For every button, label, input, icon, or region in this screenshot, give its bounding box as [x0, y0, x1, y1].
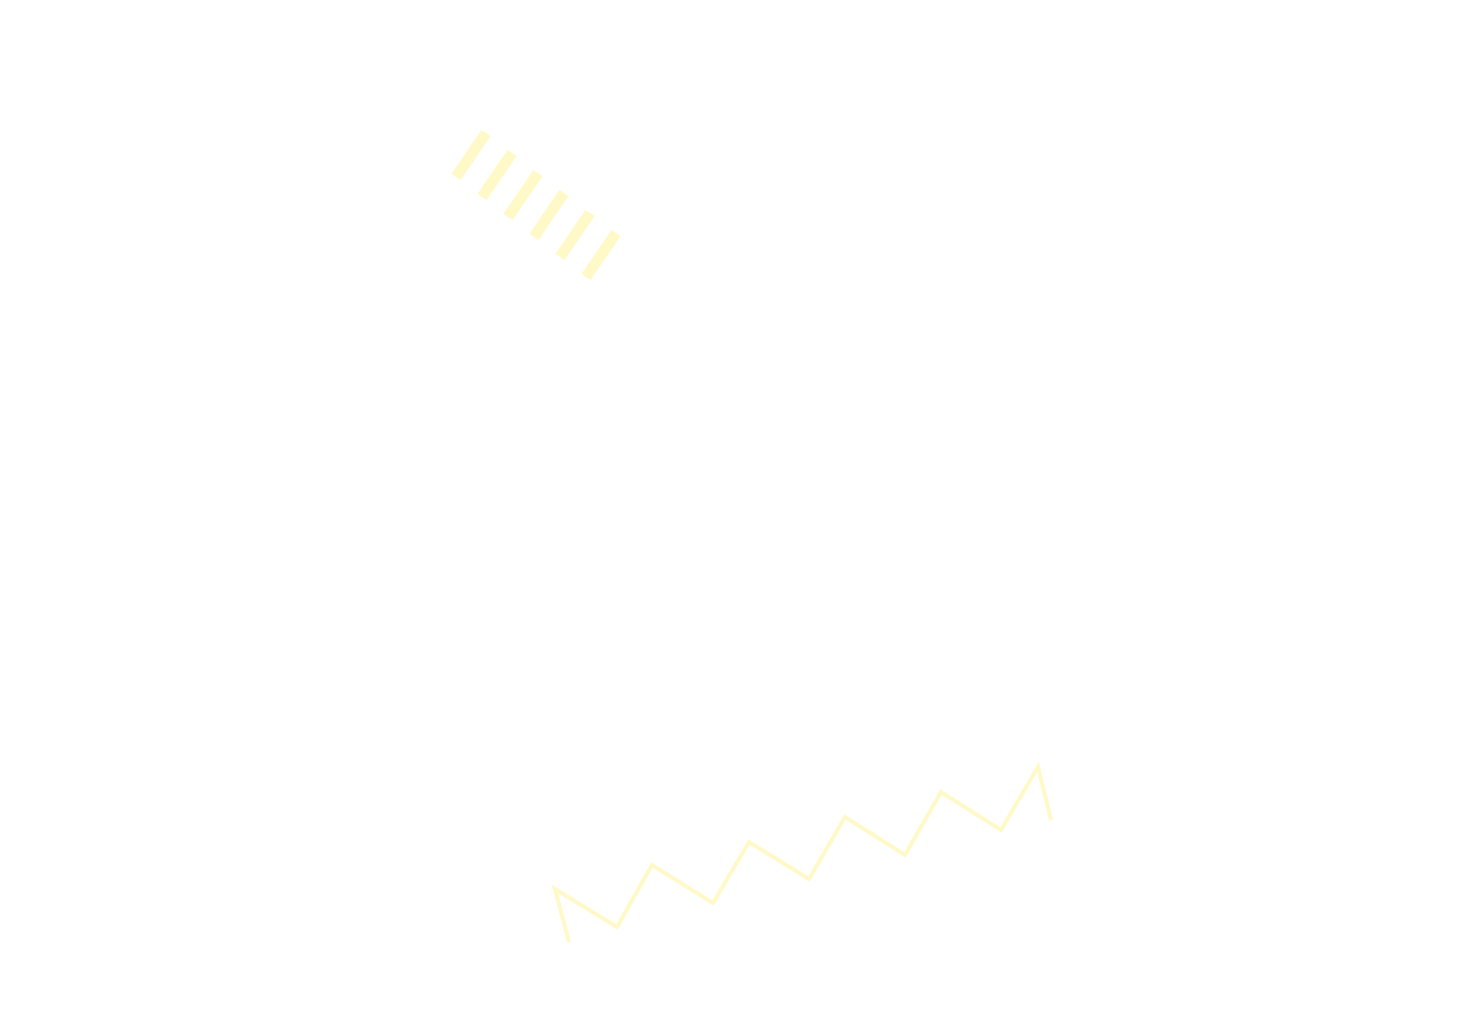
stripe-bar: [503, 169, 543, 221]
stripe-bar: [451, 129, 491, 181]
diagonal-stripes-decoration: [451, 129, 621, 281]
stripe-bar: [555, 209, 595, 261]
zigzag-line-decoration: [551, 761, 1053, 943]
stripe-bar: [477, 149, 517, 201]
stripe-bar: [529, 189, 569, 241]
stripe-bar: [581, 229, 621, 281]
